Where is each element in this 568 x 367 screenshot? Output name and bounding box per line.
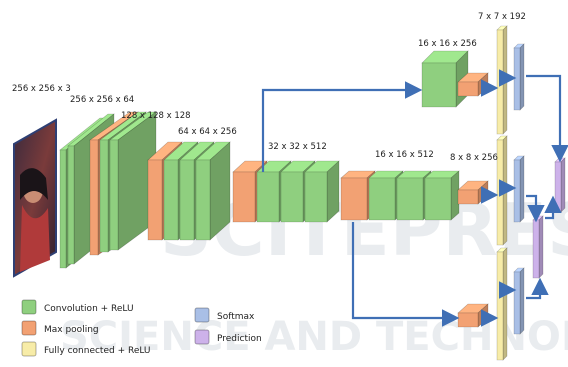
softmax-top-block xyxy=(514,44,524,110)
legend-swatch-4 xyxy=(195,330,209,344)
legend-label-4: Prediction xyxy=(217,334,262,344)
legend-swatch-3 xyxy=(195,308,209,322)
legend-label-3: Softmax xyxy=(217,312,255,322)
conv4c-block xyxy=(305,161,339,222)
conv2-size-label: 128 x 128 x 128 xyxy=(121,111,191,121)
legend-swatch-1 xyxy=(22,321,36,335)
prediction-merge-block xyxy=(533,216,543,278)
conv3c-block xyxy=(196,142,230,240)
conv5c-block xyxy=(425,171,459,220)
legend-label-0: Convolution + ReLU xyxy=(44,304,134,314)
fc-mid-block xyxy=(497,136,507,245)
conv3-size-label: 64 x 64 x 256 xyxy=(178,127,237,137)
conv4-size-label: 32 x 32 x 512 xyxy=(268,142,327,152)
conv1-size-label: 256 x 256 x 64 xyxy=(70,95,134,105)
legend-label-1: Max pooling xyxy=(44,325,99,335)
fc-bottom-block xyxy=(497,248,507,360)
prediction-top-block xyxy=(555,158,565,212)
input-size-label: 256 x 256 x 3 xyxy=(12,84,71,94)
arrow-softmax-top-to-pred xyxy=(526,76,560,158)
softmax-mid-block xyxy=(514,156,524,222)
input-image xyxy=(14,120,56,276)
fc-size-label: 7 x 7 x 192 xyxy=(478,12,526,22)
softmax-bottom-block xyxy=(514,268,524,334)
arrow-softmax-bottom-to-pred xyxy=(526,282,540,298)
conv5-size-label: 16 x 16 x 512 xyxy=(375,150,434,160)
legend-swatch-0 xyxy=(22,300,36,314)
fc-top-block xyxy=(497,26,507,134)
branch-top-size-label: 16 x 16 x 256 xyxy=(418,39,477,49)
legend-swatch-2 xyxy=(22,342,36,356)
pool5-size-label: 8 x 8 x 256 xyxy=(450,153,498,163)
legend-label-2: Fully connected + ReLU xyxy=(44,346,151,356)
